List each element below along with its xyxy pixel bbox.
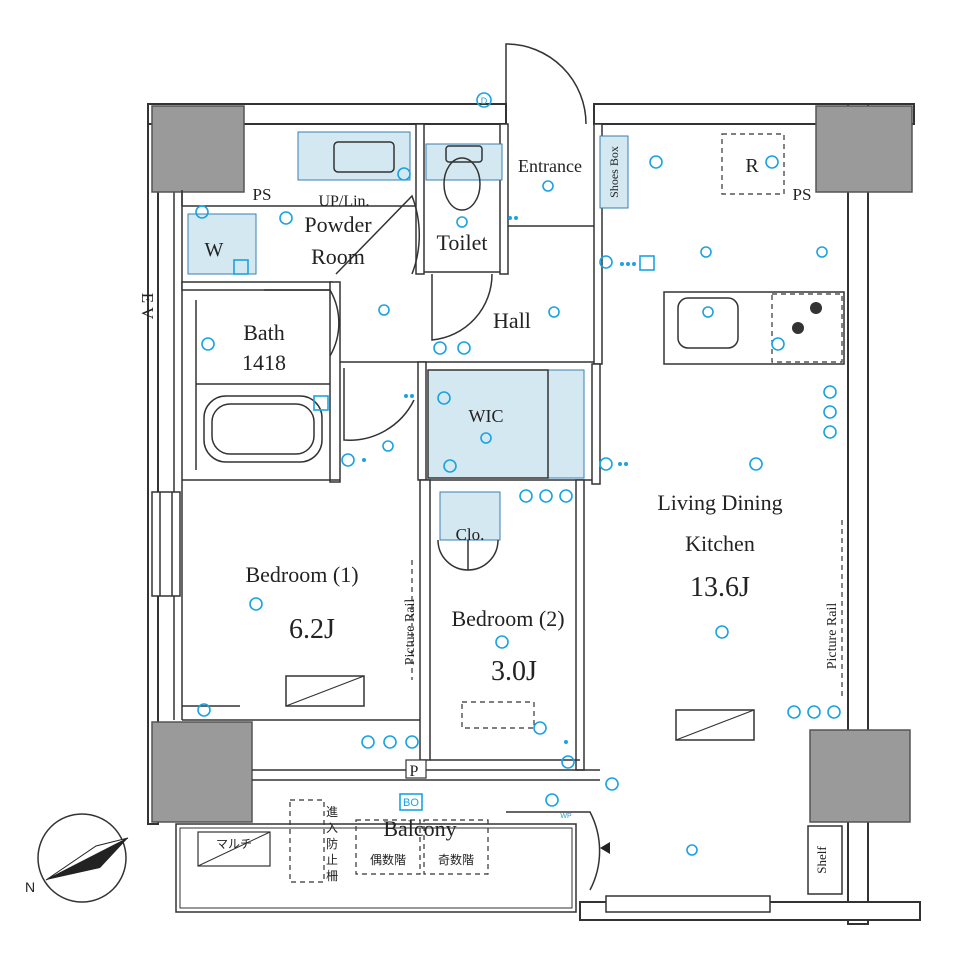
compass-icon: N [25,813,129,903]
toilet-label: Toilet [436,230,487,255]
odd-floor-label: 奇数階 [438,852,474,867]
compass-north-label: N [25,879,35,895]
picture-rail-ldk-label: Picture Rail [825,603,840,670]
evac-char-3: 防 [326,836,338,851]
toilet-bowl [443,145,483,211]
evac-char-4: 止 [326,853,338,867]
even-floor-label: 偶数階 [370,852,406,867]
door-symbol-label: D [481,96,488,106]
ps-left-label: PS [253,185,272,204]
even-floor-hatch [355,819,421,875]
column-bottom-right [809,729,911,823]
outlet-icons [195,155,841,807]
vanity-area [297,131,411,181]
bedroom1-label: Bedroom (1) [245,562,358,587]
window-bedroom1 [151,491,181,597]
bathtub-inner [211,403,315,455]
washer-area [187,213,257,275]
interior-walls [181,123,603,781]
column-bottom-left [151,721,253,823]
ps-right-label: PS [793,185,812,204]
doors [264,43,601,891]
shoes-box-label: Shoes Box [607,146,621,198]
shoes-box-area [599,135,629,209]
powder-room-label-2: Room [311,244,365,269]
refrigerator-space [721,133,785,195]
bedroom1-area-label: 6.2J [289,614,335,645]
kitchen-counter [663,291,845,365]
marche-box [197,831,271,867]
ldk-label-2: Kitchen [685,531,755,556]
bath-size-label: 1418 [242,350,286,375]
evacuation-hatch-guard [289,799,325,883]
closet-area [439,491,501,541]
window-ldk [605,895,771,913]
shelf-label: Shelf [814,846,829,874]
marche-label: マルチ [216,837,252,851]
door-icon [476,92,492,108]
ldk-area-label: 13.6J [690,572,750,603]
wic-area [427,369,585,479]
evac-char-5: 柵 [326,869,338,883]
wic-shelf [427,369,549,479]
entrance-label: Entrance [518,156,582,176]
ceiling-light-icons [201,180,828,856]
entry-arrow-icon [600,842,610,854]
balcony-label: Balcony [383,816,456,841]
switch-dots [362,216,636,744]
bo-label: BO [403,797,419,809]
closet-label: Clo. [456,525,485,544]
bathtub [203,395,323,463]
outer-walls [147,103,921,925]
refrigerator-label: R [745,155,759,177]
powder-room-label-1: Powder [304,212,372,237]
washer-label: W [205,239,224,261]
vanity-basin [333,141,395,173]
ev-label: E V [138,293,157,320]
balcony-area [175,823,577,913]
ldk-label-1: Living Dining [657,490,782,515]
bedroom2-ac [461,701,535,729]
column-top-right [815,105,913,193]
column-top-left [151,105,245,193]
p-label: P [410,763,419,780]
intercom-icons [233,255,655,779]
wic-label: WIC [469,406,504,426]
bo-box [399,793,423,811]
up-lin-label: UP/Lin. [318,193,369,210]
evac-char-2: 入 [326,821,338,835]
bedroom2-area-label: 3.0J [491,656,537,687]
wp-label: WP [560,813,572,820]
shelf-box [807,825,843,895]
bedroom2-label: Bedroom (2) [451,606,564,631]
hall-label: Hall [493,308,531,333]
evac-char-1: 進 [326,805,338,819]
bath-label: Bath [243,320,285,345]
odd-floor-hatch [423,819,489,875]
picture-rail-bedroom1-label: Picture Rail [403,599,418,666]
